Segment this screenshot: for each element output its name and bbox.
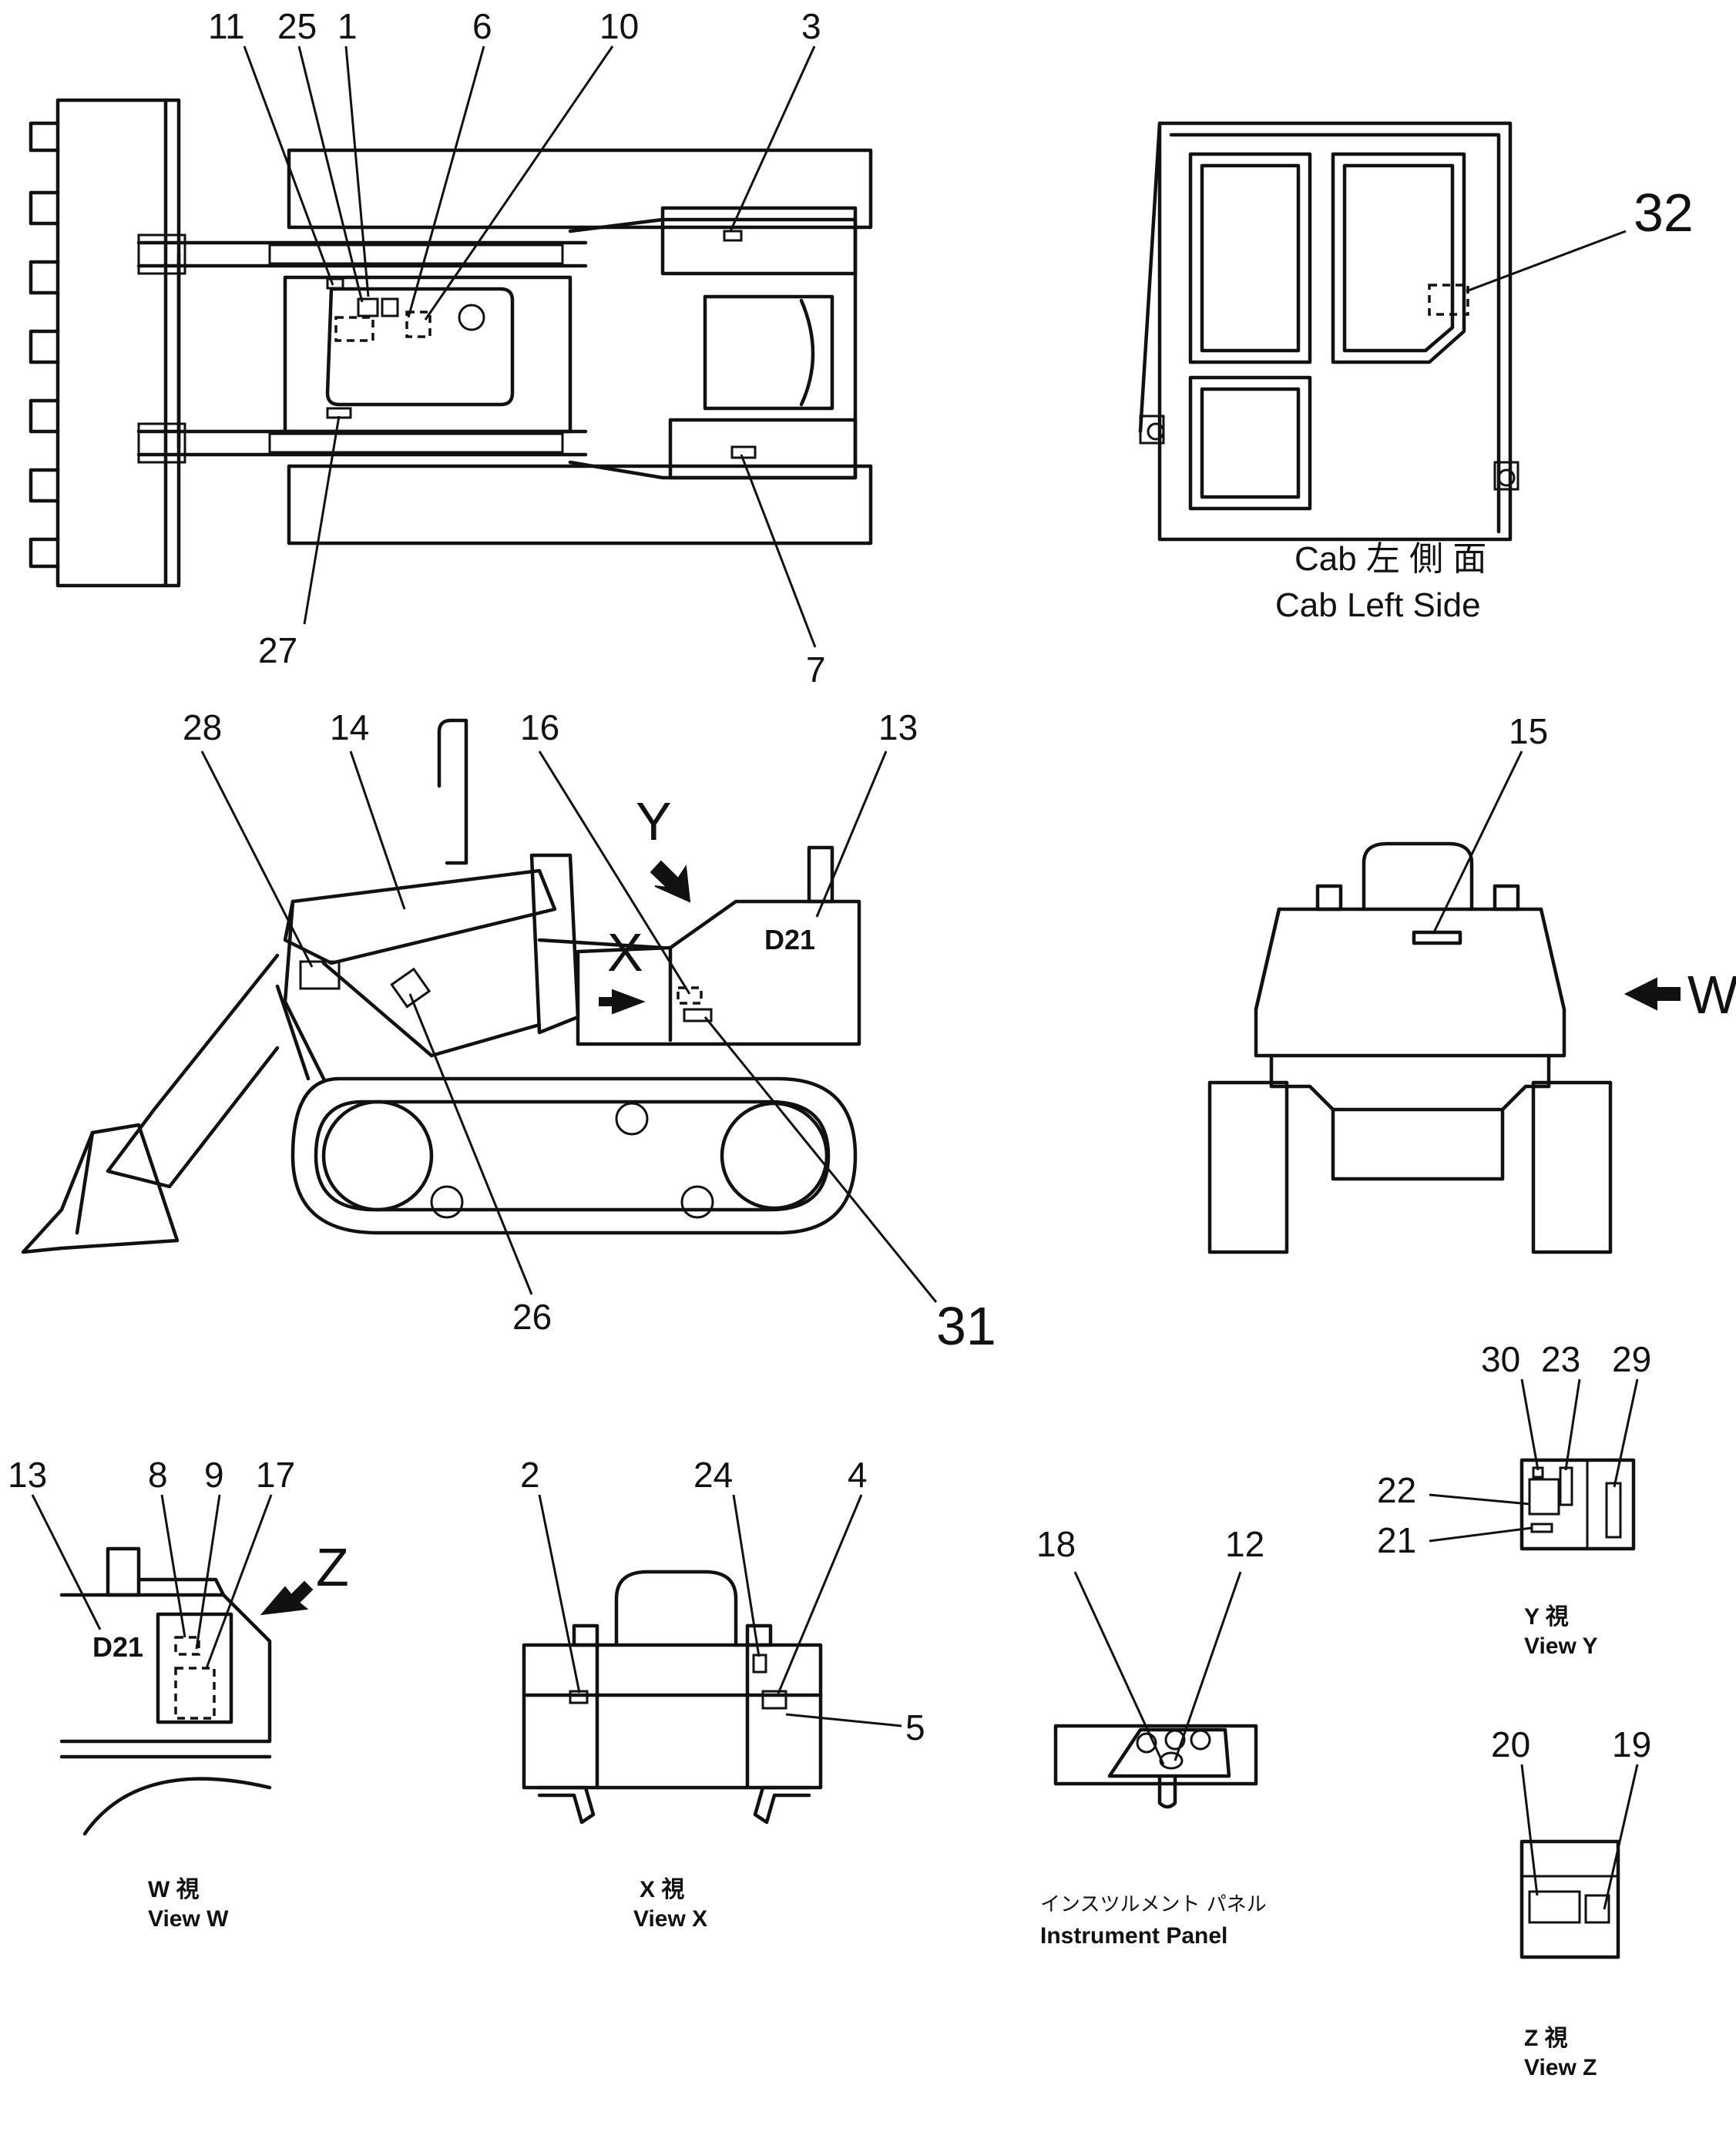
instrument-caption-en: Instrument Panel [1040,1923,1227,1949]
side-plate: D21 [764,924,815,955]
callout-16: 16 [520,707,559,747]
callout-29: 29 [1612,1339,1651,1379]
instrument-panel: 18 12 インスツルメント パネル Instrument Panel [1036,1524,1267,1949]
callout-19: 19 [1612,1724,1651,1764]
callout-12: 12 [1225,1524,1264,1564]
callout-32: 32 [1634,183,1694,243]
callout-8: 8 [148,1455,168,1495]
instrument-caption-jp: インスツルメント パネル [1040,1893,1267,1916]
view-w-caption-jp: W 視 [148,1877,200,1902]
arrow-y-label: Y [636,791,672,851]
top-view-leaders [243,45,817,648]
callout-27: 27 [258,630,297,670]
view-y-caption-jp: Y 視 [1524,1604,1569,1630]
side-view: D21 Y X 28 14 16 13 26 [21,707,996,1356]
callout-4: 4 [848,1455,868,1495]
callout-3: 3 [801,6,821,46]
callout-23: 23 [1541,1339,1580,1379]
arrow-x-label: X [607,922,643,982]
callout-30: 30 [1481,1339,1520,1379]
callout-28: 28 [183,707,222,747]
callout-10: 10 [599,6,639,46]
arrow-z-label: Z [316,1537,349,1597]
view-x: 2 24 4 5 X 視 View X [520,1455,925,1932]
tracks [287,148,873,546]
callout-20: 20 [1491,1724,1530,1764]
view-y-caption-en: View Y [1524,1633,1598,1659]
callout-15: 15 [1509,711,1548,751]
callout-w-13: 13 [8,1455,47,1495]
callout-11: 11 [208,6,245,46]
view-z-caption-en: View Z [1524,2055,1597,2080]
callout-13: 13 [878,707,918,747]
callout-21: 21 [1377,1520,1416,1560]
view-z: 20 19 Z 視 View Z [1491,1724,1651,2080]
callout-7: 7 [806,650,826,690]
callout-24: 24 [693,1455,733,1495]
view-w-caption-en: View W [148,1906,229,1932]
cab-caption-en: Cab Left Side [1275,586,1481,624]
view-x-caption-jp: X 視 [640,1877,684,1902]
callout-31: 31 [936,1296,996,1356]
view-x-caption-en: View X [633,1906,707,1932]
callout-14: 14 [330,707,369,747]
body-outline [283,206,858,480]
cab-caption-jp: Cab 左 側 面 [1294,540,1486,578]
callout-1: 1 [337,6,358,46]
callout-18: 18 [1036,1524,1076,1564]
view-w-plate: D21 [92,1631,143,1663]
cab-left-side: 32 Cab 左 側 面 Cab Left Side [1138,121,1694,624]
rear-view: 15 W [1207,711,1736,1254]
callout-2: 2 [520,1455,540,1495]
view-w: D21 Z 13 8 9 17 W 視 View W [8,1455,349,1932]
top-view: 11 25 1 6 10 3 27 7 [29,6,873,690]
callout-25: 25 [277,6,317,46]
view-z-caption-jp: Z 視 [1524,2026,1568,2051]
callout-6: 6 [472,6,492,46]
callout-22: 22 [1377,1470,1416,1510]
callout-5: 5 [905,1707,925,1748]
callout-17: 17 [256,1455,295,1495]
callout-9: 9 [204,1455,224,1495]
blade-outline [29,98,181,588]
view-y: 30 23 29 22 21 Y 視 View Y [1377,1339,1651,1659]
push-arms [136,233,588,464]
callout-26: 26 [512,1297,552,1337]
arrow-w-label: W [1687,965,1736,1025]
